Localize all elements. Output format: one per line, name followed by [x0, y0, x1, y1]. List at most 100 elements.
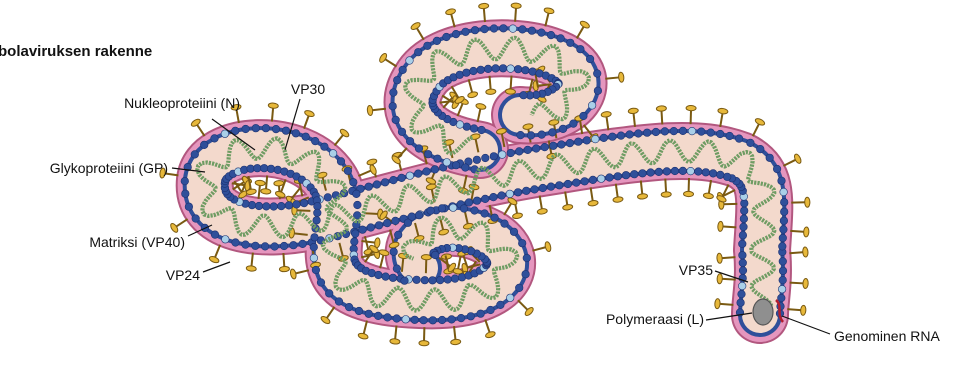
matrix-bead	[471, 207, 479, 215]
matrix-bead	[329, 150, 337, 158]
matrix-bead	[517, 131, 525, 139]
matrix-bead	[367, 224, 375, 232]
matrix-bead	[462, 164, 470, 172]
matrix-bead	[414, 170, 422, 178]
matrix-bead	[481, 25, 489, 33]
matrix-bead	[558, 141, 566, 149]
matrix-bead	[717, 171, 725, 179]
matrix-bead	[490, 153, 498, 161]
matrix-bead	[406, 57, 414, 65]
matrix-bead	[573, 179, 581, 187]
glycoprotein-spike	[787, 304, 806, 315]
matrix-bead	[501, 220, 509, 228]
glycoprotein-spike	[789, 247, 808, 258]
matrix-bead	[452, 161, 460, 169]
matrix-bead	[359, 226, 367, 234]
matrix-bead	[739, 232, 747, 240]
matrix-bead	[389, 274, 397, 282]
matrix-bead	[509, 25, 517, 33]
matrix-bead	[355, 307, 363, 315]
matrix-bead	[557, 35, 565, 43]
matrix-bead	[780, 217, 788, 225]
diagram-title: Ebolaviruksen rakenne	[0, 43, 152, 60]
glycoprotein-spike	[278, 253, 289, 272]
matrix-bead	[538, 131, 546, 139]
matrix-bead	[401, 277, 409, 285]
matrix-bead	[597, 175, 605, 183]
matrix-bead	[740, 223, 748, 231]
matrix-bead	[433, 37, 441, 45]
matrix-bead	[211, 135, 219, 143]
matrix-bead	[522, 66, 530, 74]
matrix-bead	[481, 195, 489, 203]
matrix-bead	[424, 150, 432, 158]
matrix-bead	[707, 129, 715, 137]
matrix-bead	[739, 267, 747, 275]
matrix-bead	[556, 182, 564, 190]
matrix-bead	[392, 116, 400, 124]
glycoprotein-spike	[686, 105, 697, 124]
matrix-bead	[413, 276, 421, 284]
matrix-bead	[404, 219, 412, 227]
matrix-bead	[429, 277, 437, 285]
matrix-bead	[278, 202, 286, 210]
matrix-bead	[185, 203, 193, 211]
matrix-bead	[617, 132, 625, 140]
matrix-bead	[524, 146, 532, 154]
matrix-bead	[631, 170, 639, 178]
matrix-bead	[471, 26, 479, 34]
label-vp35: VP35	[679, 262, 713, 278]
glycoprotein-spike	[478, 3, 490, 22]
matrix-bead	[272, 125, 280, 133]
matrix-bead	[477, 66, 485, 74]
matrix-bead	[747, 139, 755, 147]
matrix-bead	[411, 316, 419, 324]
matrix-bead	[351, 238, 359, 246]
matrix-bead	[181, 177, 189, 185]
label-genomic-rna: Genominen RNA	[834, 328, 940, 344]
matrix-bead	[671, 167, 679, 175]
matrix-bead	[478, 126, 486, 134]
matrix-bead	[520, 91, 528, 99]
matrix-bead	[594, 87, 602, 95]
matrix-bead	[262, 124, 270, 132]
matrix-bead	[270, 203, 278, 211]
matrix-bead	[394, 231, 402, 239]
label-polymerase: Polymeraasi (L)	[606, 311, 704, 327]
glycoprotein-spike	[419, 327, 430, 346]
matrix-bead	[580, 112, 588, 120]
matrix-bead	[211, 231, 219, 239]
label-matrix: Matriksi (VP40)	[89, 234, 185, 250]
matrix-bead	[457, 314, 465, 322]
matrix-bead	[232, 239, 240, 247]
matrix-bead	[449, 204, 457, 212]
matrix-bead	[507, 65, 515, 73]
matrix-bead	[726, 132, 734, 140]
matrix-bead	[780, 198, 788, 206]
matrix-bead	[384, 314, 392, 322]
matrix-bead	[655, 168, 663, 176]
matrix-bead	[614, 173, 622, 181]
matrix-bead	[609, 133, 617, 141]
matrix-bead	[779, 234, 787, 242]
matrix-bead	[321, 143, 329, 151]
matrix-bead	[443, 33, 451, 41]
matrix-bead	[434, 155, 442, 163]
matrix-bead	[263, 203, 271, 211]
matrix-bead	[390, 89, 398, 97]
matrix-bead	[529, 68, 537, 76]
matrix-bead	[652, 128, 660, 136]
matrix-bead	[260, 164, 268, 172]
matrix-bead	[182, 190, 190, 198]
matrix-bead	[463, 123, 471, 131]
matrix-bead	[528, 27, 536, 35]
matrix-bead	[365, 183, 373, 191]
matrix-bead	[778, 294, 786, 302]
matrix-bead	[398, 128, 406, 136]
matrix-bead	[541, 143, 549, 151]
matrix-bead	[375, 222, 383, 230]
matrix-bead	[406, 137, 414, 145]
matrix-bead	[399, 66, 407, 74]
matrix-bead	[539, 184, 547, 192]
matrix-bead	[477, 310, 485, 318]
